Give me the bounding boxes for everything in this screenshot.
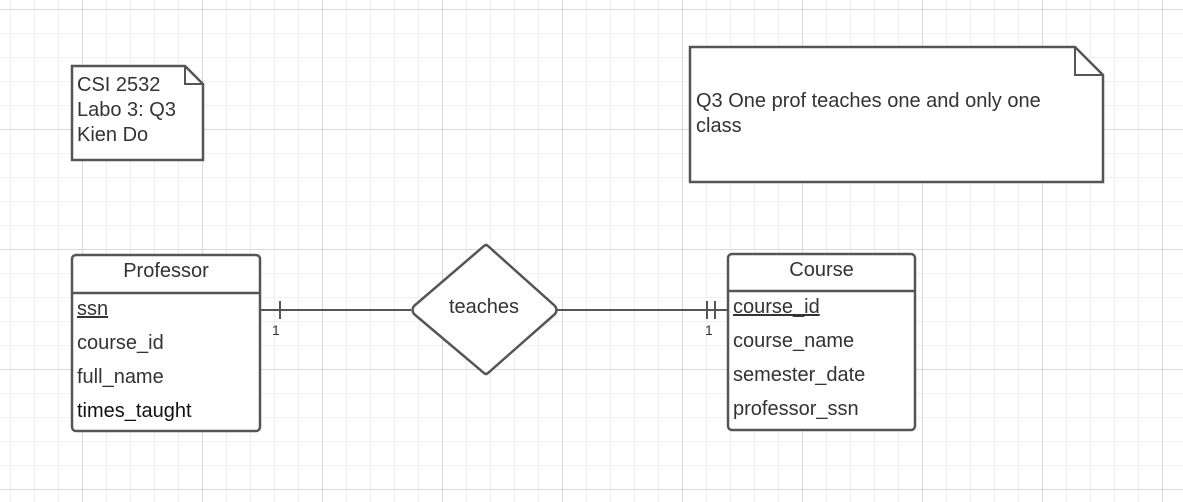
question-note-shape[interactable] — [688, 45, 1105, 184]
course-attr-professor-ssn: professor_ssn — [733, 398, 859, 420]
course-note-fold — [184, 66, 203, 85]
professor-cardinality-label: 1 — [272, 322, 280, 338]
course-attr-course-name: course_name — [733, 330, 855, 352]
teaches-diamond[interactable] — [411, 243, 558, 376]
course-note-line: Kien Do — [77, 124, 149, 146]
course-cardinality-label: 1 — [705, 322, 713, 338]
question-note-fold — [1074, 47, 1103, 76]
course-entity-box[interactable] — [726, 252, 917, 432]
teaches-label: teaches — [448, 296, 520, 318]
professor-entity-box[interactable] — [70, 253, 262, 433]
course-note-line: Labo 3: Q3 — [77, 99, 176, 121]
course-attribute-list: course_id course_name semester_date prof… — [733, 290, 865, 426]
professor-entity-title: Professor — [123, 260, 209, 282]
professor-attr-ssn: ssn — [77, 298, 109, 320]
course-note-shape[interactable] — [70, 64, 205, 162]
professor-attr-times-taught: times_taught — [77, 400, 192, 422]
professor-attribute-list: ssn course_id full_name times_taught — [77, 292, 192, 428]
professor-attr-full-name: full_name — [77, 366, 164, 388]
course-attr-course-id: course_id — [733, 296, 820, 318]
course-attr-semester-date: semester_date — [733, 364, 866, 386]
question-note-text: Q3 One prof teaches one and only one cla… — [696, 90, 1041, 137]
professor-attr-course-id: course_id — [77, 332, 164, 354]
course-note-line: CSI 2532 — [77, 74, 161, 96]
course-note-text: CSI 2532 Labo 3: Q3 Kien Do — [77, 73, 176, 148]
course-entity-title: Course — [789, 259, 854, 281]
